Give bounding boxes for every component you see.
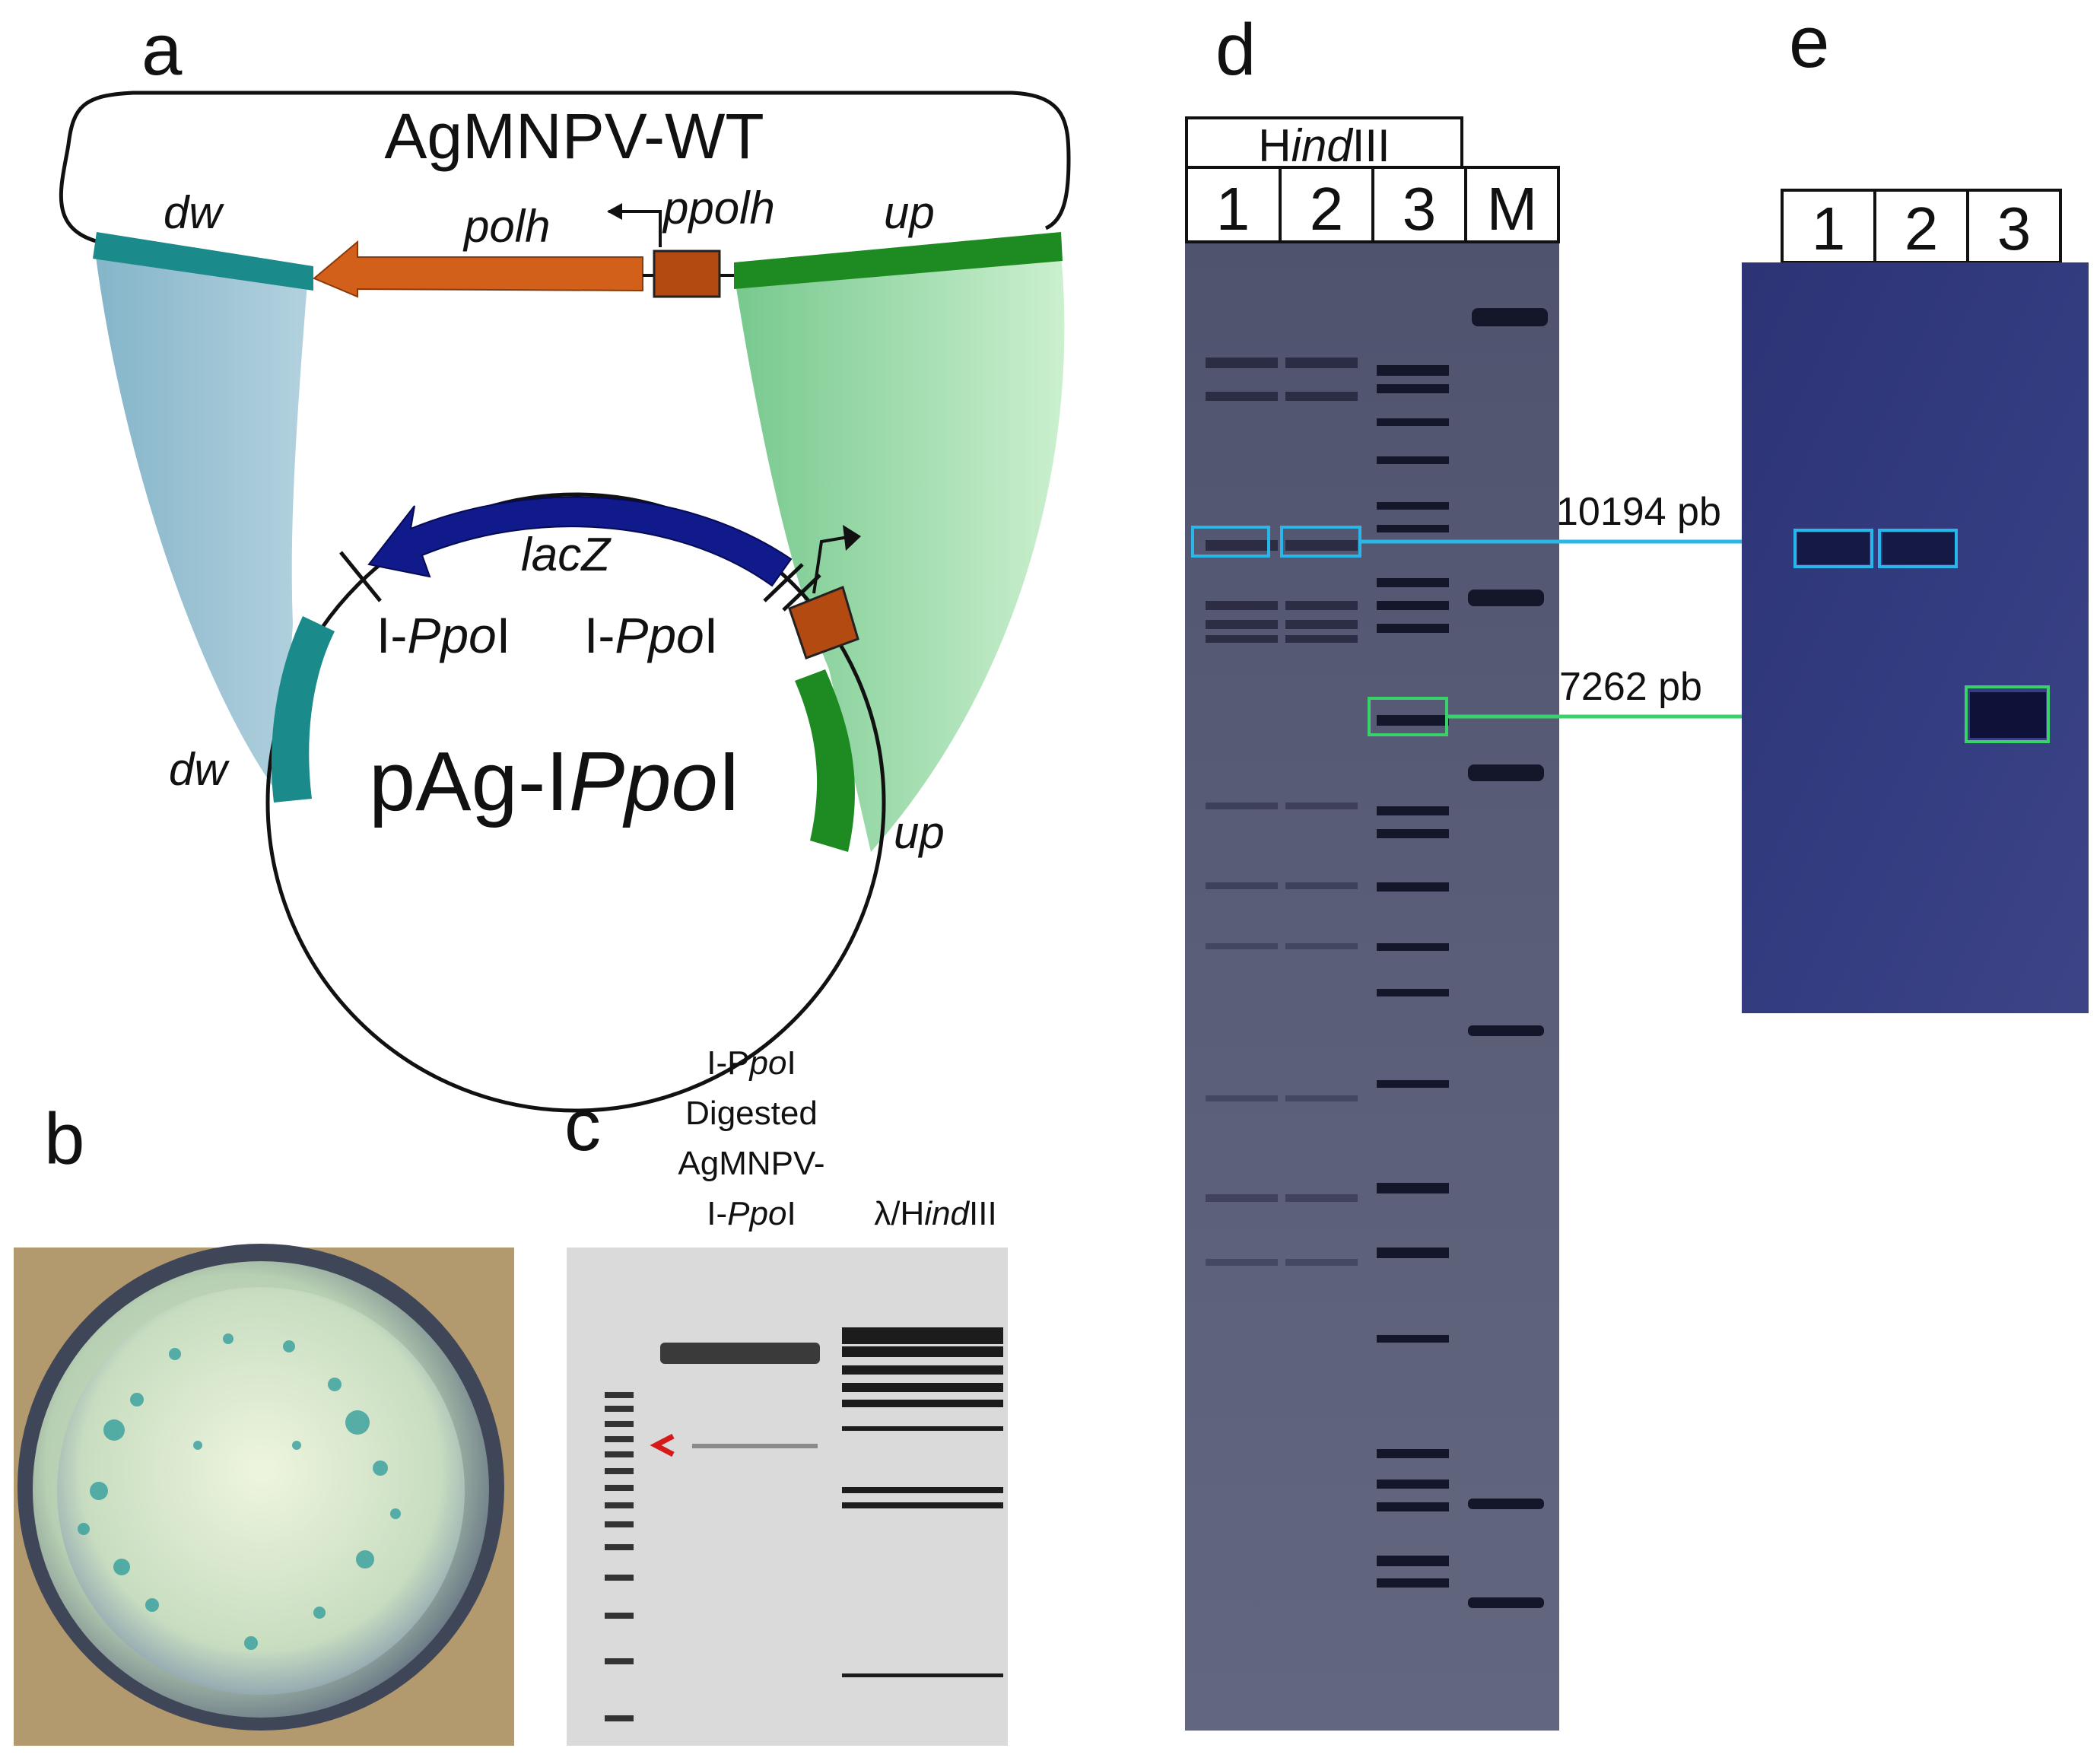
lacz-arrow (367, 496, 793, 587)
gel-e-band-lane2 (1882, 532, 1955, 564)
label-ppolh: ppolh (662, 183, 775, 234)
plasmid-name: pAg-IPpoI (369, 735, 741, 828)
wt-genome-name: AgMNPV-WT (384, 100, 764, 172)
wt-genome-outline (59, 91, 1071, 244)
gel-e-band-lane3 (1970, 692, 2046, 738)
gel-c-lane1-line3: AgMNPV- (678, 1145, 824, 1182)
blue-plaques (78, 1333, 401, 1650)
panel-label-d: d (1215, 9, 1256, 91)
wt-dw-segment (93, 232, 313, 291)
polh-arrow (313, 240, 643, 298)
gel-c-lane1-band-low (692, 1444, 818, 1448)
gel-e-lane-1: 1 (1812, 195, 1846, 262)
plasmid-promoter-arrowhead-icon (843, 525, 861, 551)
label-ippoi-right: I-PpoI (584, 607, 718, 663)
petri-dish-agar (57, 1287, 465, 1695)
wt-up-segment (734, 232, 1063, 289)
gel-c-lambda-bands (842, 1327, 1003, 1677)
ippoi-site-right-b (782, 574, 821, 612)
ppolh-arrowhead-icon (607, 203, 622, 220)
plasmid-promoter-box (788, 585, 859, 660)
gel-d (1185, 243, 1559, 1731)
gel-e-lane-3: 3 (1997, 195, 2032, 262)
label-dw-bottom: dw (169, 744, 230, 795)
label-ippoi-left: I-PpoI (376, 607, 510, 663)
plasmid-circle (265, 492, 886, 1113)
gel-c-lane1-line4: I-PpoI (707, 1195, 796, 1232)
ppolh-promoter-arrow (608, 210, 662, 247)
plasmid-promoter-arrow (812, 536, 849, 594)
panel-label-b: b (44, 1098, 84, 1180)
gel-d-lane-1: 1 (1216, 175, 1250, 243)
gel-d-lane-header (1185, 166, 1560, 243)
gel-e-lane-2: 2 (1905, 195, 1939, 262)
label-lacz: lacZ (521, 529, 612, 581)
label-dw-top: dw (164, 187, 224, 238)
panel-label-a: a (141, 9, 183, 91)
gel-d-lane-3: 3 (1403, 175, 1437, 243)
gel-c-red-arrow-icon (650, 1433, 675, 1457)
panel-label-c: c (564, 1085, 601, 1166)
gel-e (1742, 262, 2089, 1013)
panel-label-e: e (1789, 2, 1829, 83)
label-polh: polh (462, 201, 550, 252)
gel-e-band-lane1 (1797, 532, 1870, 564)
gel-c-lane1-line1: I-PpoI (707, 1044, 796, 1082)
ippoi-site-right-a (763, 563, 804, 602)
gel-e-box-lane3-7262 (1965, 685, 2050, 743)
gel-e-box-lane2-10194 (1878, 529, 1958, 568)
gel-c-lane1-band-high (660, 1343, 820, 1364)
band-label-10194: 10194 pb (1556, 490, 1721, 534)
gel-d-lane-2: 2 (1310, 175, 1344, 243)
gel-d-lane-m: M (1487, 175, 1538, 243)
label-up-bottom: up (894, 807, 945, 858)
gel-c-lane1-line2: Digested (685, 1095, 818, 1132)
dw-homology-fan (95, 251, 308, 799)
gel-d-marker-bands (1468, 308, 1548, 1608)
gel-c-lane2-label: λ/HindIII (874, 1195, 996, 1232)
up-homology-fan (734, 255, 1065, 852)
gel-d-lane-3-bands (1377, 365, 1449, 1588)
gel-d-lanes-1-2-bands (1206, 358, 1358, 1266)
gel-c-ladder (605, 1392, 634, 1721)
label-up-top: up (884, 187, 935, 238)
gel-e-box-lane1-10194 (1793, 529, 1873, 568)
ppolh-box (653, 250, 721, 298)
plasmid-up-segment (795, 669, 855, 852)
plasmid-dw-segment (271, 616, 335, 803)
gel-d-enzyme-label: HindIII (1258, 120, 1390, 171)
ippoi-site-left (339, 551, 382, 602)
gel-d-box-lane1-10194 (1191, 526, 1270, 558)
gel-c (567, 1248, 1008, 1746)
band-label-7262: 7262 pb (1559, 665, 1702, 709)
